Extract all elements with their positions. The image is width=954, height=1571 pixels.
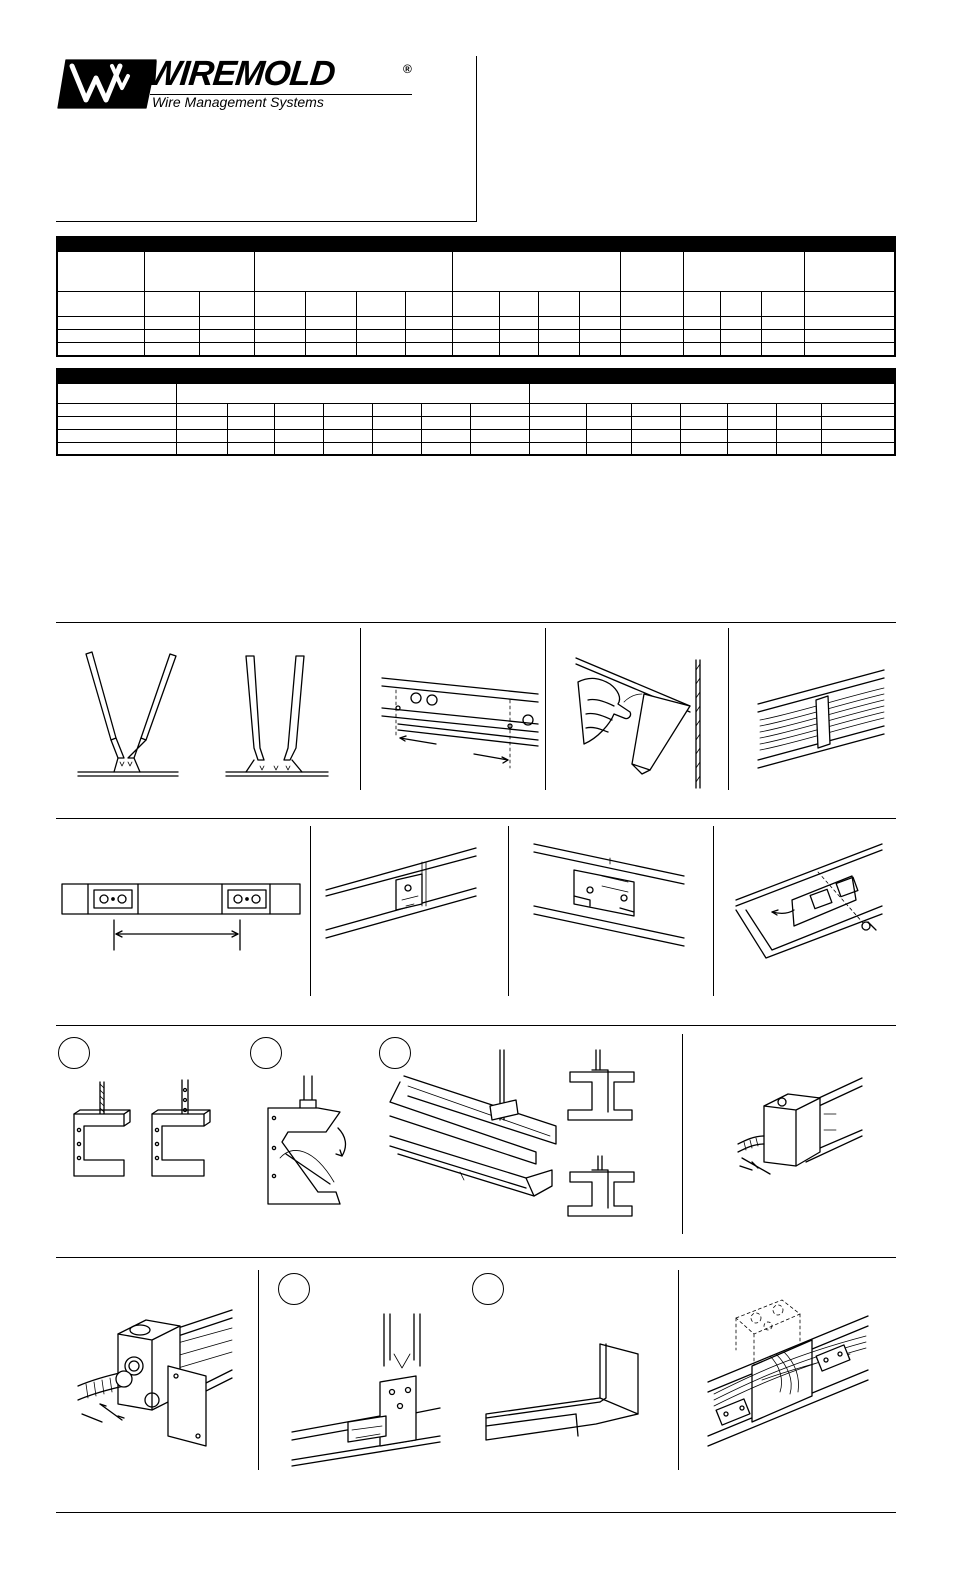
step-badge-a — [278, 1273, 310, 1305]
step-badge-b — [472, 1273, 504, 1305]
corner-fitting-illustration — [485, 1343, 639, 1441]
figure-divider — [258, 1270, 259, 1470]
section-divider — [56, 1025, 896, 1026]
junction-box-cover-illustration — [77, 1309, 233, 1447]
suspended-raceway-illustration — [389, 1049, 635, 1217]
footer-rule — [56, 1512, 896, 1513]
table-row — [56, 402, 896, 417]
table-row — [56, 315, 896, 331]
table-row — [56, 342, 896, 357]
section-divider — [56, 1257, 896, 1258]
step-badge-a — [58, 1037, 90, 1069]
tagline: Wire Management Systems — [152, 94, 324, 110]
table-row — [56, 441, 896, 456]
header-panel — [56, 56, 477, 222]
figure-divider — [682, 1034, 683, 1234]
figure-divider — [310, 826, 311, 996]
snap-cover-hand-illustration — [575, 657, 701, 789]
receptacle-spacing-illustration — [61, 883, 301, 951]
hanger-bracket-illustration — [73, 1079, 211, 1177]
table-header-bar — [56, 368, 896, 384]
figure-divider — [360, 628, 361, 790]
table-row — [56, 291, 896, 317]
table-row — [56, 250, 896, 293]
step-badge-b — [250, 1037, 282, 1069]
figure-divider — [678, 1270, 679, 1470]
table-row — [56, 382, 896, 404]
figure-divider — [728, 628, 729, 790]
raceway-box-wiring-illustration — [707, 1299, 869, 1447]
table-header-bar — [56, 236, 896, 252]
base-mounting-holes-illustration — [381, 677, 539, 769]
shears-cutting-illustration — [77, 651, 329, 777]
spec-table-1 — [56, 236, 896, 357]
brand-name: WIREMOLD — [146, 54, 337, 93]
tagline-rule — [150, 94, 412, 95]
table-row — [56, 329, 896, 344]
wire-retaining-clip-illustration — [757, 669, 885, 769]
section-divider — [56, 818, 896, 819]
base-coupling-illustration — [533, 843, 685, 947]
coupling-joint-illustration — [325, 847, 477, 939]
figure-divider — [713, 826, 714, 996]
hanger-clip-illustration — [267, 1075, 347, 1205]
figure-divider — [545, 628, 546, 790]
figure-divider — [508, 826, 509, 996]
device-mounting-illustration — [735, 843, 883, 959]
table-row — [56, 415, 896, 430]
step-badge-c — [379, 1037, 411, 1069]
table-row — [56, 428, 896, 443]
section-divider — [56, 622, 896, 623]
box-connector-illustration — [737, 1077, 863, 1175]
spec-table-2 — [56, 368, 896, 456]
wiremold-logo — [57, 59, 157, 109]
registered-mark: ® — [403, 62, 412, 76]
tee-fitting-illustration — [291, 1313, 441, 1467]
